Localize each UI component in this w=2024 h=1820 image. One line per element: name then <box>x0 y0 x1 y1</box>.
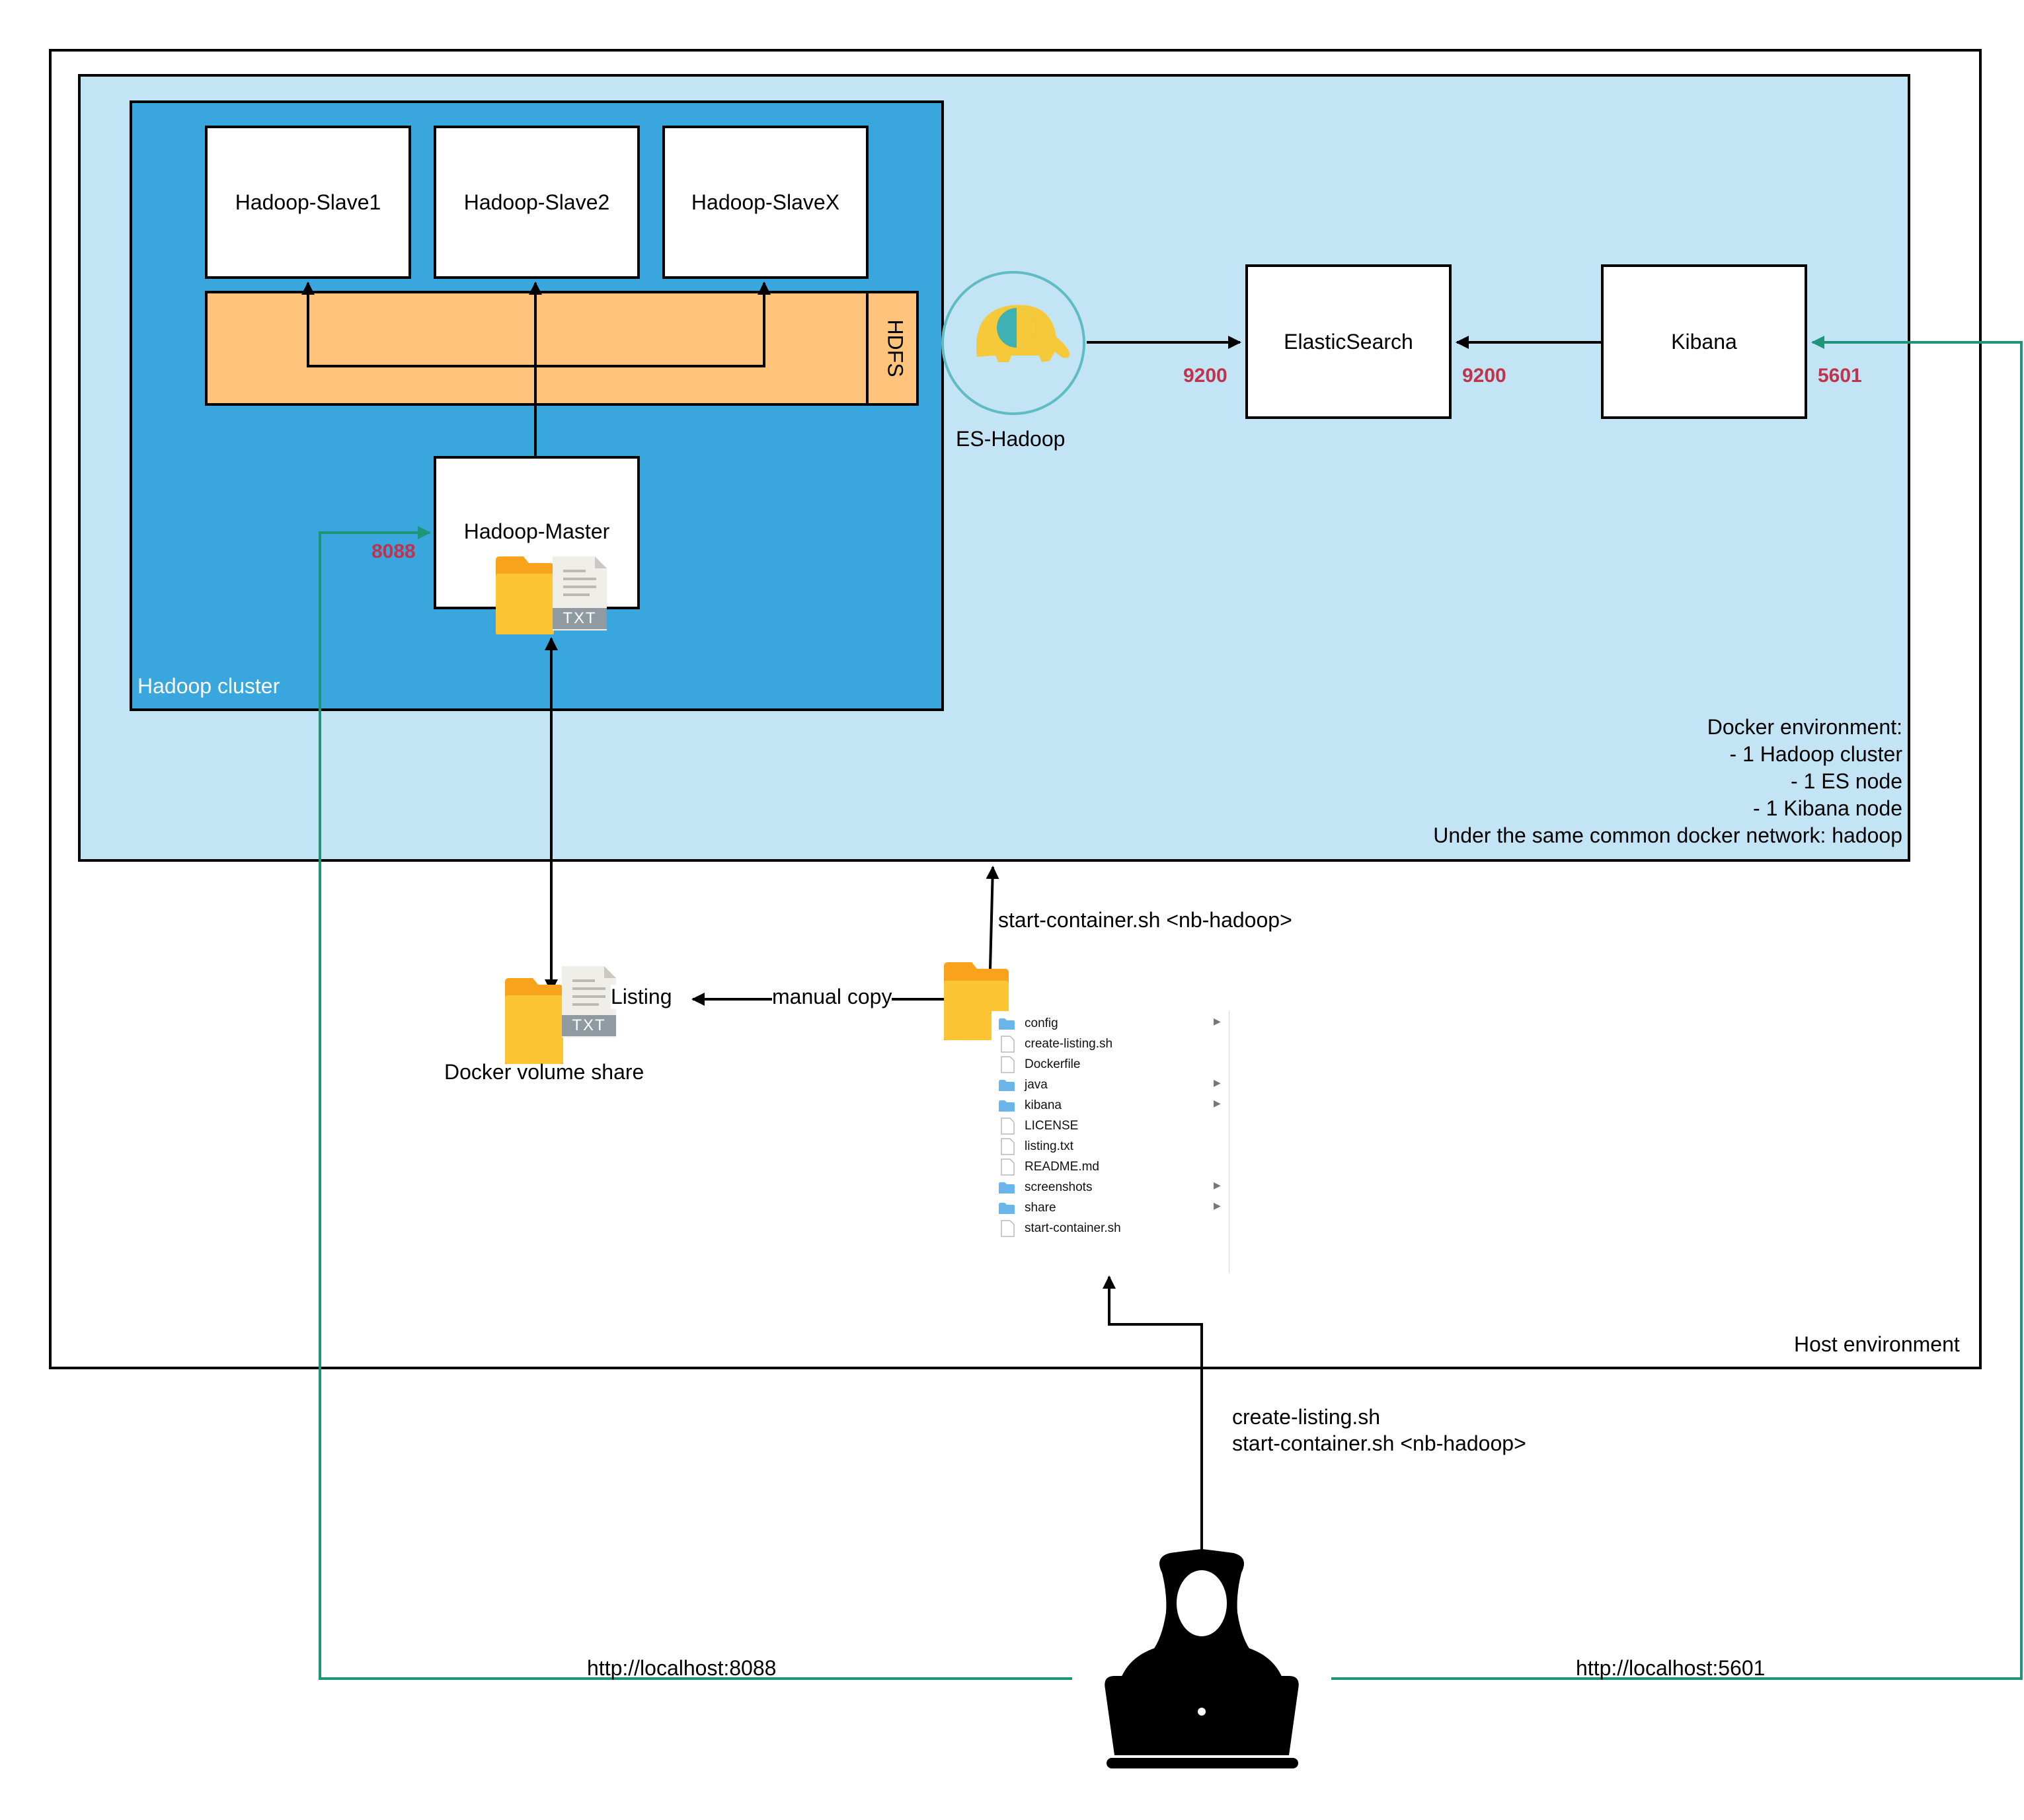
docker-note-line: - 1 Hadoop cluster <box>1729 742 1902 766</box>
docker-volume-share-label: Docker volume share <box>444 1060 644 1084</box>
hadoop-slave2-node: Hadoop-Slave2 <box>434 126 640 279</box>
file-list-item-name: config <box>1025 1016 1058 1030</box>
chevron-right-icon: ▶ <box>1214 1098 1221 1108</box>
file-list-item-name: LICENSE <box>1025 1119 1079 1133</box>
laptop-camera-dot <box>1198 1708 1206 1716</box>
es-port-left: 9200 <box>1183 365 1227 387</box>
chevron-right-icon: ▶ <box>1214 1180 1221 1190</box>
url-route-hadoop <box>319 526 1072 1680</box>
file-icon <box>1001 1036 1015 1053</box>
hadoop-cluster-label: Hadoop cluster <box>137 674 280 698</box>
listing-label: Listing <box>611 985 672 1009</box>
user-command-line: start-container.sh <nb-hadoop> <box>1232 1431 1526 1455</box>
elephant-icon <box>976 305 1070 362</box>
elasticsearch-node: ElasticSearch <box>1245 264 1452 419</box>
docker-note-line: Docker environment: <box>1707 715 1902 739</box>
folder-icon <box>999 1018 1015 1030</box>
url-route-kibana <box>1331 336 2023 1680</box>
docker-note-line: - 1 Kibana node <box>1753 796 1902 820</box>
hdfs-arrows <box>301 282 771 456</box>
file-list-item-name: share <box>1025 1201 1056 1215</box>
folder-icon <box>999 1080 1015 1091</box>
file-listing-panel: config ▶ create-listing.sh Dockerfile ja… <box>992 1011 1229 1273</box>
master-txt-file-icon <box>553 556 607 630</box>
file-list-item: kibana ▶ <box>992 1096 1229 1116</box>
es-port-right: 9200 <box>1462 365 1506 387</box>
file-list-item: screenshots ▶ <box>992 1178 1229 1198</box>
volume-txt-file-icon <box>562 966 616 1038</box>
file-list-item-name: listing.txt <box>1025 1139 1073 1153</box>
master-folder-icon <box>496 556 554 634</box>
kibana-port: 5601 <box>1818 365 1862 387</box>
folder-icon <box>999 1182 1015 1194</box>
file-list-item: config ▶ <box>992 1014 1229 1034</box>
docker-note-line: - 1 ES node <box>1791 769 1902 793</box>
host-environment <box>49 49 1982 1369</box>
file-icon <box>1001 1118 1015 1135</box>
master-txt-badge: TXT <box>563 609 597 627</box>
hadoop-slavex-node: Hadoop-SlaveX <box>662 126 869 279</box>
file-list-item-name: java <box>1025 1078 1048 1092</box>
hadoop-master-port: 8088 <box>371 541 416 562</box>
volume-txt-badge: TXT <box>572 1016 606 1034</box>
folder-icon <box>999 1100 1015 1112</box>
file-list-item: LICENSE <box>992 1116 1229 1137</box>
file-list-item: create-listing.sh <box>992 1034 1229 1055</box>
chevron-right-icon: ▶ <box>1214 1016 1221 1026</box>
manual-copy-label: manual copy <box>772 985 892 1009</box>
chevron-right-icon: ▶ <box>1214 1077 1221 1088</box>
chevron-right-icon: ▶ <box>1214 1200 1221 1211</box>
file-list-item-name: kibana <box>1025 1098 1062 1112</box>
folder-icon <box>999 1203 1015 1214</box>
file-icon <box>1001 1138 1015 1155</box>
file-list-item: share ▶ <box>992 1198 1229 1219</box>
file-list-item-name: start-container.sh <box>1025 1221 1121 1235</box>
user-command-line: create-listing.sh <box>1232 1405 1381 1429</box>
file-list-item-name: create-listing.sh <box>1025 1037 1113 1051</box>
docker-note-line: Under the same common docker network: ha… <box>1433 823 1902 847</box>
file-list-item: start-container.sh <box>992 1219 1229 1239</box>
file-icon <box>1001 1158 1015 1176</box>
hadoop-slave1-node: Hadoop-Slave1 <box>205 126 411 279</box>
file-list-item-name: README.md <box>1025 1160 1099 1174</box>
volume-folder-icon <box>505 978 563 1064</box>
user-commands: create-listing.sh start-container.sh <nb… <box>1232 1404 1526 1457</box>
file-list-item: Dockerfile <box>992 1055 1229 1075</box>
hadoop-master-label: Hadoop-Master <box>463 519 610 543</box>
file-list-item: listing.txt <box>992 1137 1229 1157</box>
file-list-item-name: Dockerfile <box>1025 1057 1081 1071</box>
start-container-arrow <box>986 866 999 969</box>
hdfs-label-cell: HDFS <box>866 291 919 406</box>
file-list-item-name: screenshots <box>1025 1180 1093 1194</box>
url-kibana-link[interactable]: http://localhost:5601 <box>1576 1656 1766 1680</box>
user-to-folder-arrow <box>1103 1275 1203 1550</box>
url-hadoop-link[interactable]: http://localhost:8088 <box>587 1656 777 1680</box>
file-list-item: README.md <box>992 1157 1229 1178</box>
docker-notes: Docker environment: - 1 Hadoop cluster -… <box>1322 714 1902 849</box>
file-list-item: java ▶ <box>992 1075 1229 1096</box>
host-environment-label: Host environment <box>1794 1332 1960 1356</box>
kibana-node: Kibana <box>1601 264 1807 419</box>
file-icon <box>1001 1220 1015 1237</box>
start-container-label: start-container.sh <nb-hadoop> <box>998 908 1292 932</box>
user-face <box>1177 1570 1227 1636</box>
hdfs-band <box>205 291 919 406</box>
file-icon <box>1001 1056 1015 1073</box>
es-hadoop-label: ES-Hadoop <box>956 427 1066 451</box>
